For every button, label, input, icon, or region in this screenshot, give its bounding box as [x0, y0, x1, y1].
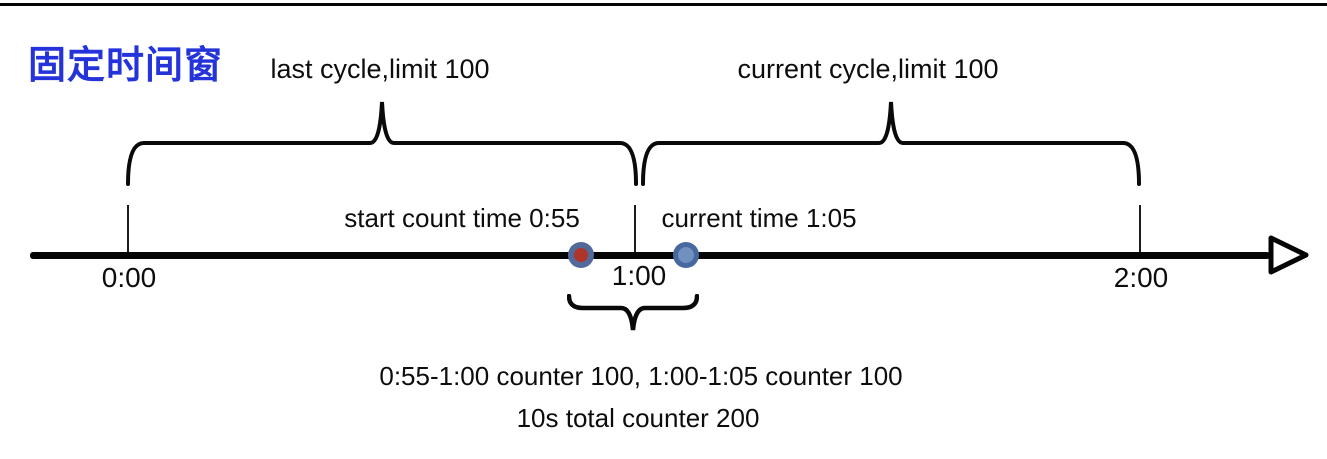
tick-label-2-00: 2:00: [1113, 262, 1169, 293]
timeline-arrowhead-icon: [1266, 233, 1312, 282]
last-cycle-label: last cycle,limit 100: [270, 54, 490, 84]
current-time-dot: [673, 242, 699, 268]
tick-1-00: [634, 205, 636, 252]
start-count-dot-core: [574, 248, 588, 262]
top-border-rule: [0, 3, 1327, 6]
start-count-label: start count time 0:55: [344, 203, 580, 233]
current-cycle-brace: [641, 99, 1141, 189]
last-cycle-brace: [126, 99, 638, 189]
total-counter-line: 10s total counter 200: [516, 403, 760, 433]
tick-label-0-00: 0:00: [101, 262, 157, 293]
counter-summary-line: 0:55-1:00 counter 100, 1:00-1:05 counter…: [379, 361, 903, 391]
current-time-dot-core: [678, 247, 694, 263]
current-cycle-label: current cycle,limit 100: [737, 54, 999, 84]
tick-label-1-00: 1:00: [611, 260, 667, 291]
page-title: 固定时间窗: [28, 45, 224, 87]
tick-0-00: [127, 205, 129, 252]
start-count-dot: [568, 242, 594, 268]
tick-2-00: [1139, 205, 1141, 252]
sliding-window-brace: [567, 294, 699, 336]
timeline-line: [30, 252, 1270, 259]
current-time-label: current time 1:05: [661, 203, 857, 233]
